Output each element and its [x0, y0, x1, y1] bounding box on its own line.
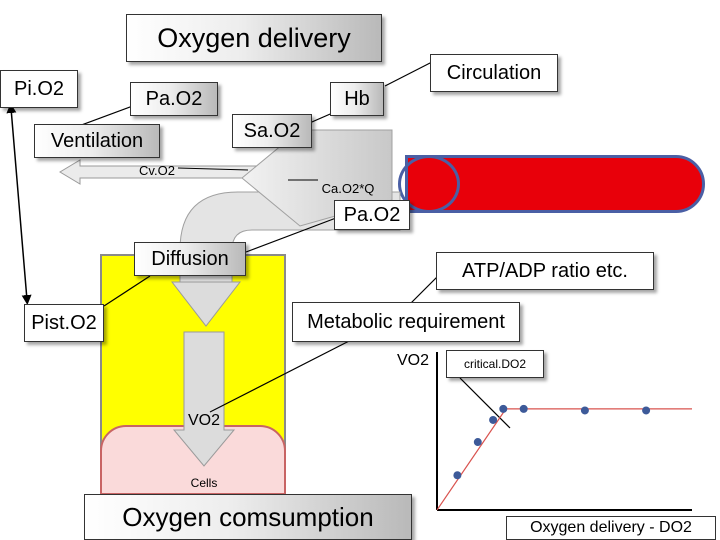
data-point-6: [580, 406, 589, 415]
connector-metabolic-vo2: [209, 337, 356, 413]
sao2-label: Sa.O2: [232, 114, 312, 148]
ventilation-label: Ventilation: [34, 124, 160, 158]
vessel-opening: [398, 155, 460, 213]
connector-critical-point: [459, 377, 511, 429]
metabolic-requirement-label: Metabolic requirement: [292, 302, 520, 342]
x-axis-label: Oxygen delivery - DO2: [506, 516, 716, 540]
connector-atp-metabolic: [407, 273, 441, 307]
venous-return-arrow: [59, 159, 259, 185]
hb-label: Hb: [330, 82, 384, 116]
atp-adp-label: ATP/ADP ratio etc.: [436, 252, 654, 290]
oxygen-delivery-title: Oxygen delivery: [126, 14, 382, 62]
cvo2-label: Cv.O2: [139, 162, 175, 178]
data-point-4: [499, 404, 508, 413]
oxygen-consumption-label: Oxygen comsumption: [84, 494, 412, 540]
connector-hb-circulation: [384, 61, 433, 87]
pio2-label: Pi.O2: [0, 70, 78, 108]
circulation-label: Circulation: [430, 54, 558, 92]
data-point-5: [519, 404, 528, 413]
data-point-7: [642, 406, 651, 415]
vo2-arrow-label: VO2: [187, 412, 220, 429]
data-point-3: [489, 415, 498, 424]
vo2-curve-line: [436, 408, 692, 511]
pisto2-label: Pist.O2: [24, 304, 104, 342]
diffusion-down-arrow: [170, 281, 242, 327]
diffusion-label: Diffusion: [134, 242, 246, 276]
cao2q-label: Ca.O2*Q: [321, 180, 375, 196]
vo2-axis-label: VO2: [396, 352, 429, 369]
connector-diffusion-pao2: [245, 217, 337, 253]
pio2-pisto2-arrow: [6, 103, 32, 305]
vo2-down-arrow: [172, 331, 236, 467]
cells-label: Cells: [190, 476, 218, 490]
data-point-1: [453, 471, 462, 480]
critical-do2-label: critical.DO2: [446, 350, 544, 378]
pao2-top-label: Pa.O2: [130, 82, 218, 116]
data-point-2: [473, 438, 482, 447]
connector-pisto2-diffusion: [103, 275, 151, 307]
pao2-mid-label: Pa.O2: [334, 200, 410, 230]
connector-cvo2-diamond: [177, 167, 249, 171]
